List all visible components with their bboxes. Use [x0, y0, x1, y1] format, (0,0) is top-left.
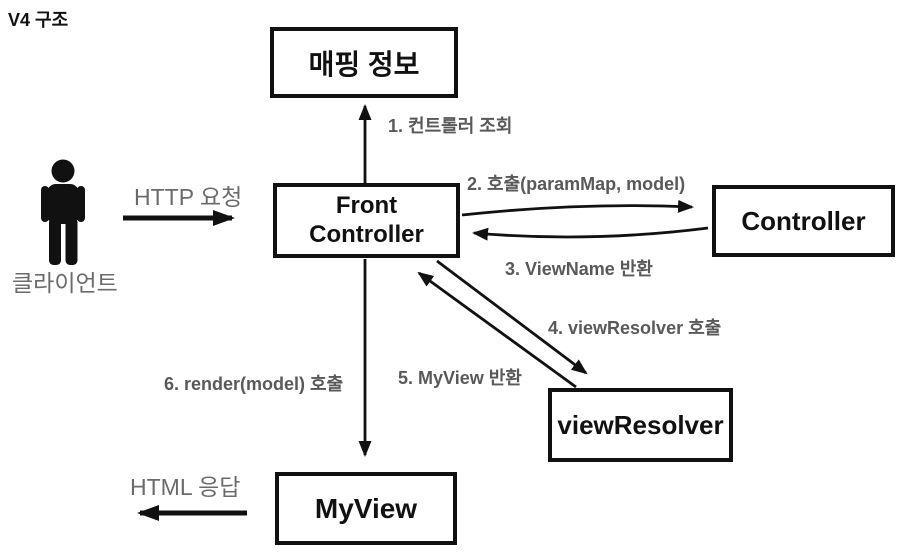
person-icon — [41, 159, 85, 265]
step3-label: 3. ViewName 반환 — [505, 259, 653, 279]
html-response-label: HTML 응답 — [130, 474, 241, 500]
view-resolver-box: viewResolver — [548, 388, 733, 462]
step2-label: 2. 호출(paramMap, model) — [467, 174, 686, 194]
http-request-label: HTTP 요청 — [134, 184, 243, 210]
mapping-info-label: 매핑 정보 — [308, 48, 420, 80]
controller-box: Controller — [712, 185, 895, 257]
my-view-box: MyView — [275, 472, 457, 545]
mapping-info-box: 매핑 정보 — [270, 27, 458, 98]
step1-label: 1. 컨트롤러 조회 — [388, 116, 513, 136]
step4-label: 4. viewResolver 호출 — [548, 318, 722, 338]
client-label: 클라이언트 — [12, 270, 118, 296]
front-controller-box: Front Controller — [273, 183, 460, 258]
diagram-title: V4 구조 — [8, 10, 69, 30]
step5-label: 5. MyView 반환 — [398, 368, 522, 388]
controller-label: Controller — [741, 205, 866, 236]
step3-arrow — [472, 226, 709, 241]
view-resolver-label: viewResolver — [557, 409, 724, 440]
step6-label: 6. render(model) 호출 — [164, 374, 344, 394]
front-controller-label: Front Controller — [309, 192, 424, 248]
my-view-label: MyView — [314, 492, 418, 524]
step2-arrow — [461, 199, 694, 217]
